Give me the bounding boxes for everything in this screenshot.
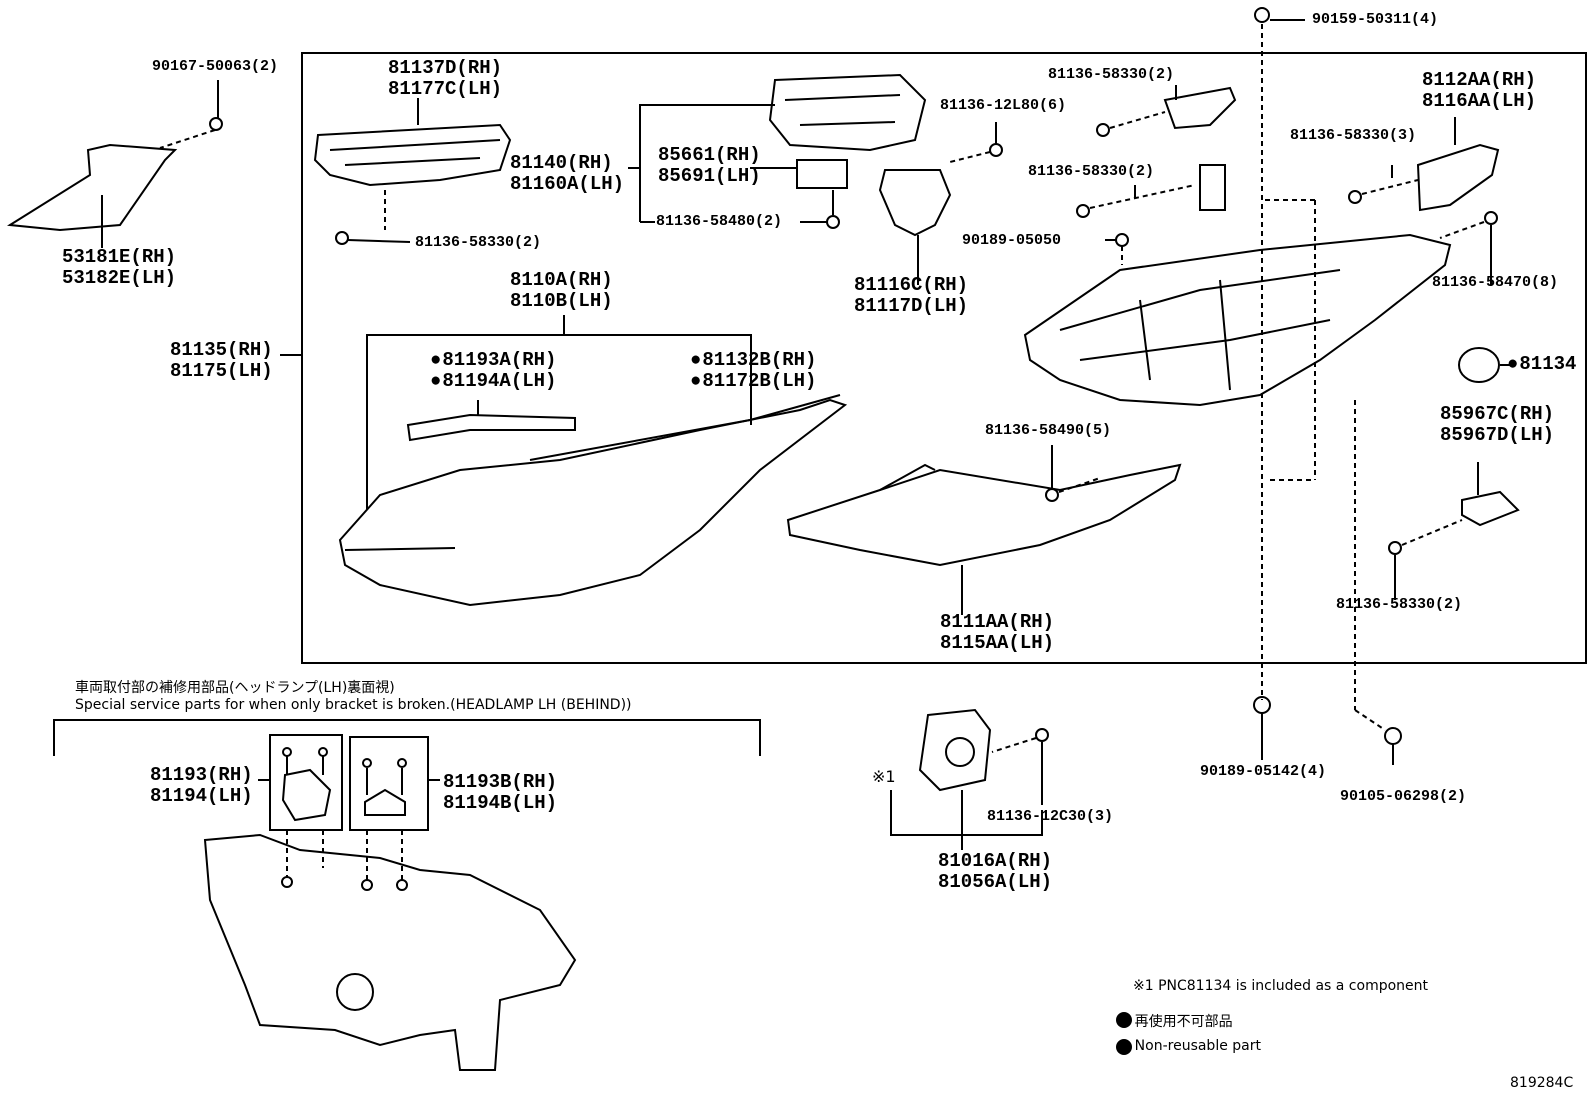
part-label: 90159-50311(4) <box>1312 11 1439 28</box>
part-label: 81137D(RH)81177C(LH) <box>388 57 503 100</box>
projector-81140 <box>768 73 927 152</box>
legend-jp: ● 再使用不可部品 <box>1118 1014 1233 1030</box>
bracket-8112 <box>1416 143 1500 212</box>
gasket-81193a <box>406 413 576 442</box>
lens-8110 <box>338 398 848 607</box>
connector-85661 <box>796 159 848 189</box>
part-label: 81132B(RH)81172B(LH) <box>690 350 816 392</box>
bracket-81116 <box>878 169 952 237</box>
bracket-title-en: Special service parts for when only brac… <box>75 697 632 713</box>
module-81016 <box>918 708 992 792</box>
part-label: 81016A(RH)81056A(LH) <box>938 850 1053 893</box>
part-label: 81136-58470(8) <box>1432 274 1559 291</box>
part-label: 90189-05050 <box>962 232 1062 249</box>
housing-81110 <box>1023 233 1452 407</box>
plate-58330 <box>1199 164 1226 211</box>
part-label: 90189-05142(4) <box>1200 763 1327 780</box>
clip-58330 <box>1163 86 1237 130</box>
bracket-title-jp: 車両取付部の補修用部品(ヘッドランプ(LH)裏面視) <box>75 680 395 696</box>
part-label: 81136-58490(5) <box>985 422 1112 439</box>
box-81193 <box>269 734 343 831</box>
duct-53181 <box>6 143 178 232</box>
part-label: 90105-06298(2) <box>1340 788 1467 805</box>
box-81193b <box>349 736 429 831</box>
part-label: 81136-58330(2) <box>1048 66 1175 83</box>
pnc-note: ※1 PNC81134 is included as a component <box>1133 978 1429 994</box>
headlamp-back-hole <box>336 973 374 1011</box>
part-label: 8111AA(RH)8115AA(LH) <box>940 611 1055 654</box>
part-label: 81136-12C30(3) <box>987 808 1114 825</box>
bracket-frame <box>53 719 761 756</box>
assembly-frame <box>301 52 1587 664</box>
part-label: 81193A(RH)81194A(LH) <box>430 350 556 392</box>
part-label: 81135(RH)81175(LH) <box>170 339 273 382</box>
diagram-id: 819284C <box>1510 1075 1574 1091</box>
part-label: 81134 <box>1507 354 1576 375</box>
part-label: 81136-58330(3) <box>1290 127 1417 144</box>
part-label: 53181E(RH)53182E(LH) <box>62 246 177 289</box>
part-label: 81136-58330(2) <box>1028 163 1155 180</box>
part-label: 81193B(RH)81194B(LH) <box>443 771 558 814</box>
part-label: 8110A(RH)8110B(LH) <box>510 269 613 312</box>
part-label: 81116C(RH)81117D(LH) <box>854 274 969 317</box>
part-label: 81136-12L80(6) <box>940 97 1067 114</box>
part-label: 81193(RH)81194(LH) <box>150 764 253 807</box>
part-label: 90167-50063(2) <box>152 58 279 75</box>
ring-81134 <box>1458 347 1500 383</box>
module-85967 <box>1461 490 1520 527</box>
part-label: 81140(RH)81160A(LH) <box>510 152 625 195</box>
part-label: 85967C(RH)85967D(LH) <box>1440 403 1555 446</box>
part-label: 8112AA(RH)8116AA(LH) <box>1422 69 1537 112</box>
part-label: 81136-58480(2) <box>656 213 783 230</box>
part-label: 85661(RH)85691(LH) <box>658 144 761 187</box>
part-label: 81136-58330(2) <box>1336 596 1463 613</box>
headlamp-back-outline <box>203 833 577 1071</box>
trim-8111 <box>786 463 1182 567</box>
module-81137 <box>313 123 512 187</box>
legend-en: ● Non-reusable part <box>1118 1038 1261 1054</box>
note-mark: ※1 <box>872 767 896 786</box>
part-label: 81136-58330(2) <box>415 234 542 251</box>
